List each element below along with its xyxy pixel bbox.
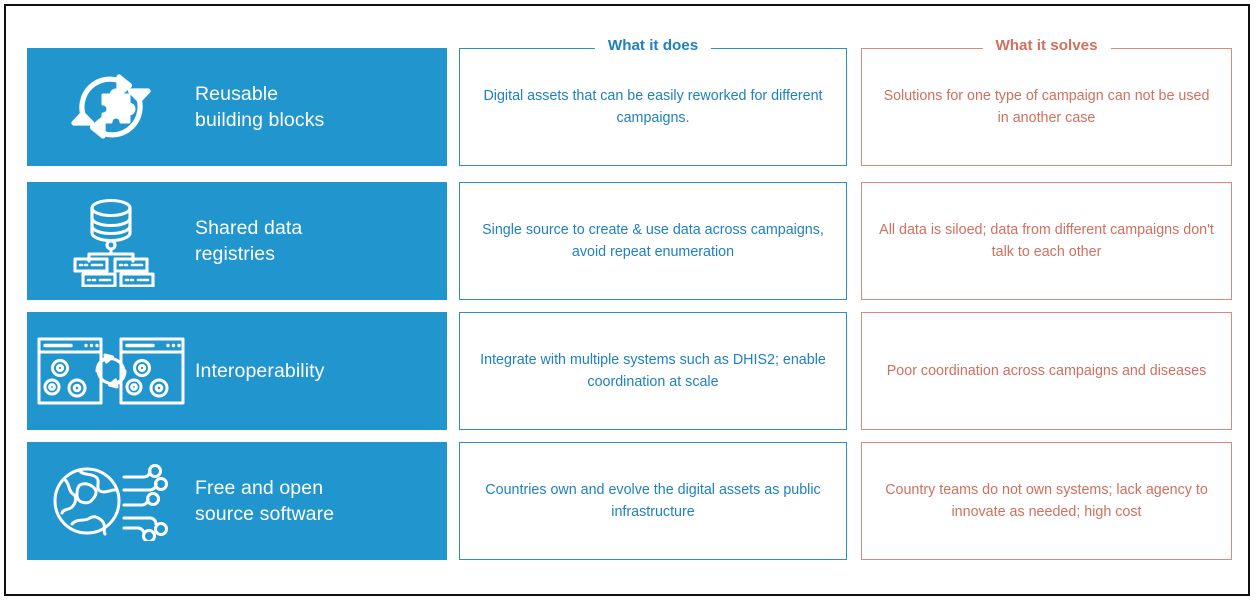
feature-label: Interoperability <box>195 358 335 384</box>
what-it-does-card[interactable]: Integrate with multiple systems such as … <box>459 312 847 430</box>
what-it-does-text: Integrate with multiple systems such as … <box>480 351 826 390</box>
what-it-does-text: Single source to create & use data acros… <box>482 221 824 260</box>
database-servers-icon <box>27 182 195 300</box>
feature-panel-reusable-building-blocks[interactable]: Reusable building blocks <box>27 48 447 166</box>
feature-label-line1: Interoperability <box>195 359 325 382</box>
what-it-solves-card[interactable]: What it solves Solutions for one type of… <box>861 37 1232 166</box>
matrix-row: Shared data registries Single source to … <box>27 182 1232 300</box>
recycle-puzzle-icon <box>27 48 195 166</box>
feature-label-line1: Reusable <box>195 82 279 105</box>
what-it-does-card[interactable]: What it does Digital assets that can be … <box>459 37 847 166</box>
globe-circuit-icon <box>27 442 195 560</box>
feature-label-line2: source software <box>195 503 335 525</box>
matrix-row: Reusable building blocks What it does Di… <box>27 37 1232 166</box>
feature-label: Shared data registries <box>195 215 312 268</box>
what-it-does-text: Countries own and evolve the digital ass… <box>485 481 821 520</box>
what-it-solves-card[interactable]: Poor coordination across campaigns and d… <box>861 312 1232 430</box>
what-it-does-card[interactable]: Countries own and evolve the digital ass… <box>459 442 847 560</box>
what-it-solves-card[interactable]: Country teams do not own systems; lack a… <box>861 442 1232 560</box>
two-windows-gears-sync-icon <box>27 312 195 430</box>
page-frame: Reusable building blocks What it does Di… <box>4 4 1250 596</box>
feature-matrix: Reusable building blocks What it does Di… <box>27 37 1232 568</box>
column-header-what-it-does: What it does <box>594 37 712 54</box>
what-it-does-card[interactable]: Single source to create & use data acros… <box>459 182 847 300</box>
feature-label: Free and open source software <box>195 475 344 528</box>
what-it-solves-text: Poor coordination across campaigns and d… <box>886 362 1207 379</box>
feature-panel-free-and-open-source-software[interactable]: Free and open source software <box>27 442 447 560</box>
feature-panel-interoperability[interactable]: Interoperability <box>27 312 447 430</box>
column-header-what-it-solves: What it solves <box>982 37 1111 54</box>
feature-label: Reusable building blocks <box>195 81 334 134</box>
what-it-solves-card[interactable]: All data is siloed; data from different … <box>861 182 1232 300</box>
matrix-row: Free and open source software Countries … <box>27 442 1232 560</box>
matrix-row: Interoperability Integrate with multiple… <box>27 312 1232 430</box>
what-it-solves-text: All data is siloed; data from different … <box>879 221 1214 260</box>
feature-label-line2: registries <box>195 243 276 265</box>
feature-label-line2: building blocks <box>195 109 325 131</box>
what-it-solves-text: Country teams do not own systems; lack a… <box>885 481 1208 520</box>
what-it-solves-text: Solutions for one type of campaign can n… <box>883 87 1210 126</box>
what-it-does-text: Digital assets that can be easily rework… <box>483 87 823 126</box>
feature-panel-shared-data-registries[interactable]: Shared data registries <box>27 182 447 300</box>
feature-label-line1: Shared data <box>195 216 303 239</box>
feature-label-line1: Free and open <box>195 476 324 499</box>
